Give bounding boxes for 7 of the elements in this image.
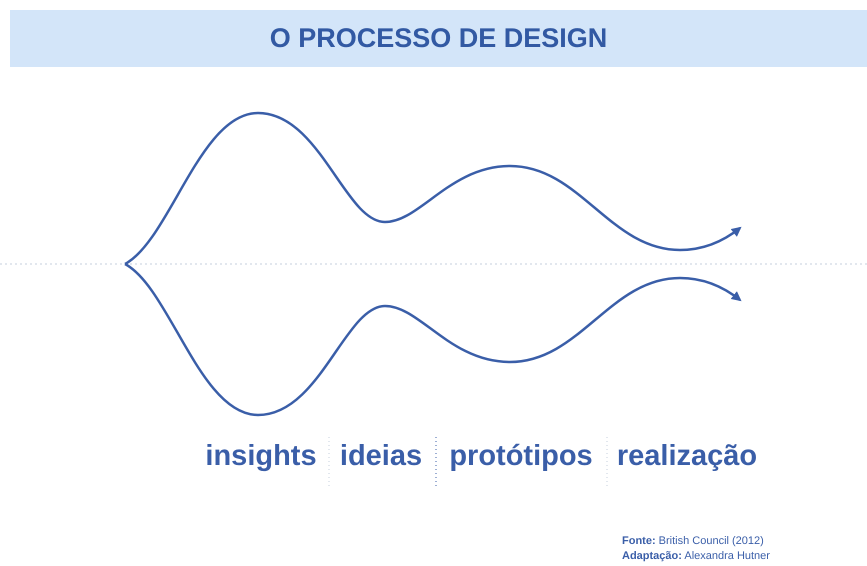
title-banner: O PROCESSO DE DESIGN <box>10 10 867 67</box>
source-note: Fonte: British Council (2012) <box>622 535 764 547</box>
stage-label: ideias <box>340 440 422 473</box>
stage-label: protótipos <box>449 440 593 473</box>
stage-label: insights <box>205 440 317 473</box>
stage-label: realização <box>616 440 758 473</box>
source-note: Adaptação: Alexandra Hutner <box>622 550 770 562</box>
